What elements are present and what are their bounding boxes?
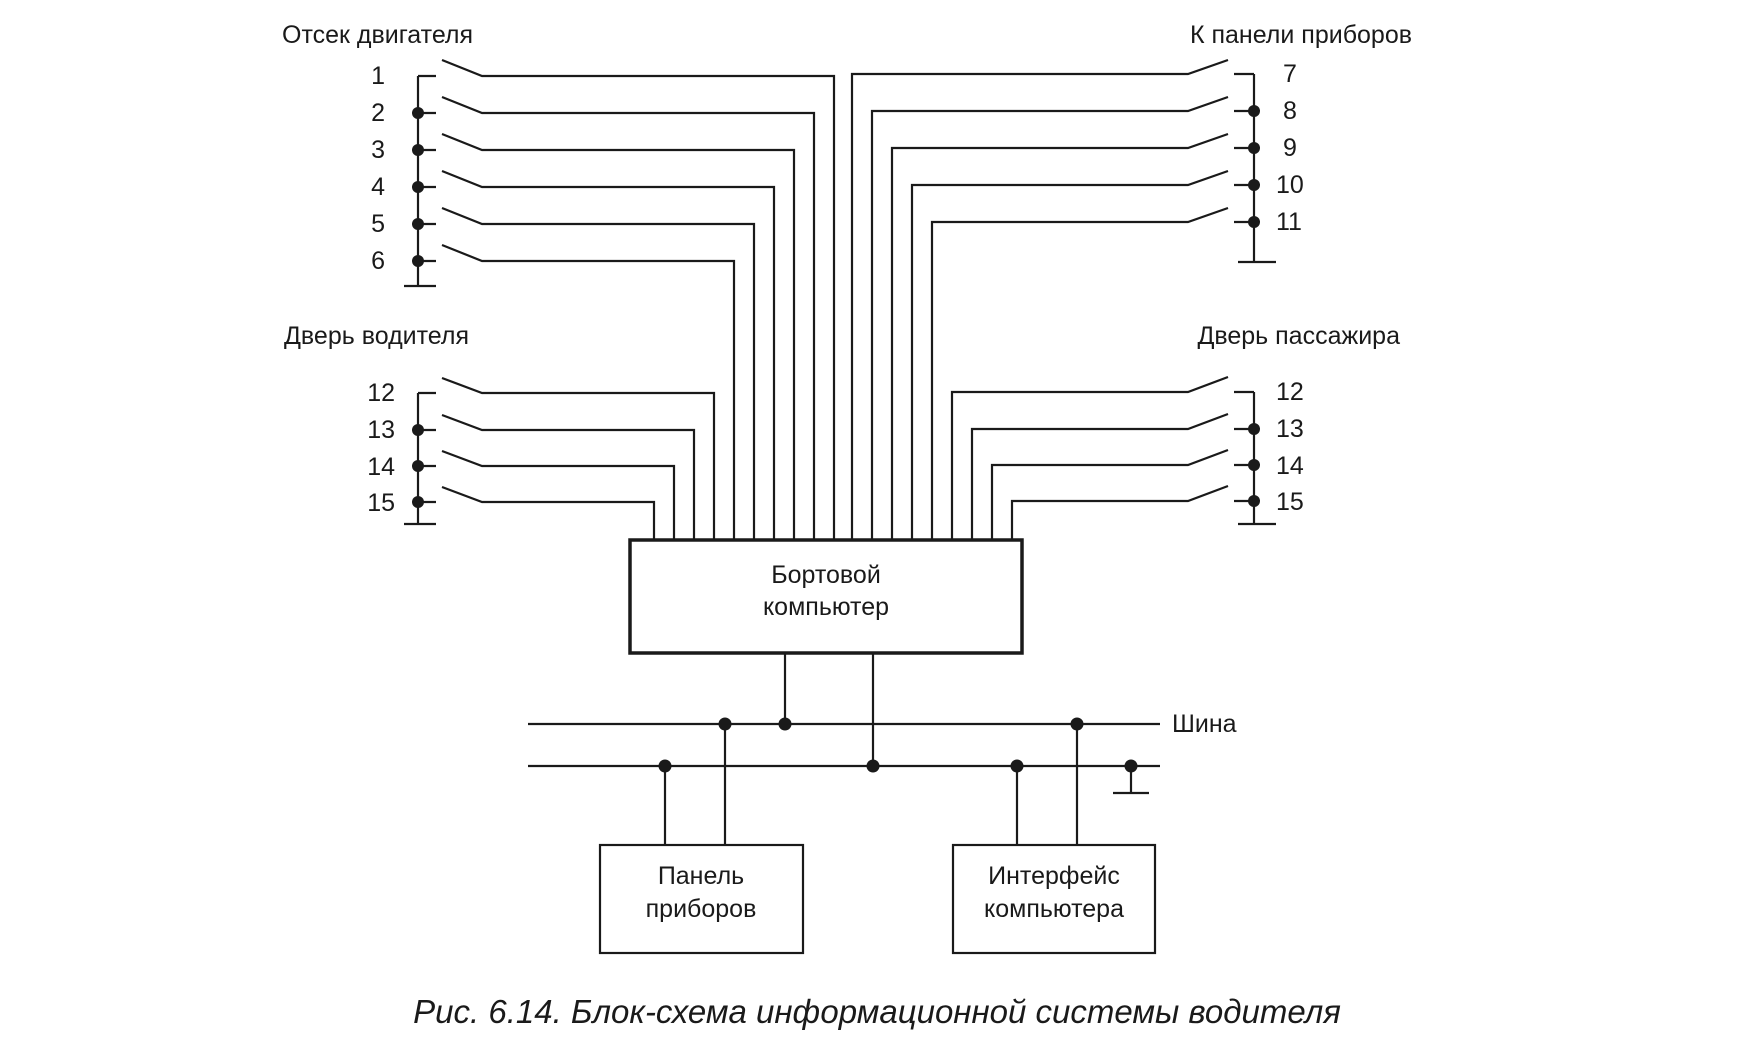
- dashboard-switches: [850, 58, 1276, 540]
- sensor-number: 14: [1276, 452, 1304, 480]
- switch-wire-3: [418, 132, 796, 540]
- sensor-number: 15: [367, 489, 395, 517]
- switch-wire-11: [930, 206, 1254, 540]
- sensor-number: 1: [371, 62, 385, 90]
- instrument-panel-block: Панель приборов: [598, 843, 805, 955]
- sensor-number: 15: [1276, 488, 1304, 516]
- sensor-number: 12: [367, 379, 395, 407]
- switch-wire-14p: [990, 448, 1254, 540]
- switch-wire-4: [418, 169, 776, 540]
- switch-wire-13p: [970, 412, 1254, 540]
- sensor-number: 13: [367, 416, 395, 444]
- driver-door-switches: [404, 376, 716, 540]
- switch-wire-5: [418, 206, 756, 540]
- switch-wire-14: [418, 449, 676, 540]
- sensor-number: 2: [371, 99, 385, 127]
- switch-wire-7: [850, 58, 1254, 540]
- switch-wire-13: [418, 413, 696, 540]
- sensor-number: 7: [1283, 60, 1297, 88]
- sensor-number: 12: [1276, 378, 1304, 406]
- onboard-computer-block: Бортовой компьютер: [628, 538, 1024, 655]
- driver-door-title: Дверь водителя: [284, 322, 469, 350]
- computer-interface-block: Интерфейс компьютера: [951, 843, 1157, 955]
- sensor-number: 13: [1276, 415, 1304, 443]
- passenger-door-switches: [950, 375, 1276, 540]
- computer-label-line2: компьютер: [763, 593, 889, 621]
- sensor-number: 10: [1276, 171, 1304, 199]
- dashboard-sensor-numbers: 7 8 9 10 11: [1276, 60, 1304, 236]
- sensor-number: 9: [1283, 134, 1297, 162]
- switch-wire-12p: [950, 375, 1254, 540]
- figure-caption: Рис. 6.14. Блок-схема информационной сис…: [413, 993, 1341, 1030]
- switch-wire-15p: [1010, 484, 1254, 540]
- switch-wire-15: [418, 485, 656, 540]
- switch-wire-10: [910, 169, 1254, 540]
- engine-sensor-numbers: 1 2 3 4 5 6: [371, 62, 385, 275]
- switch-wire-12: [418, 376, 716, 540]
- data-bus: Шина: [528, 653, 1237, 845]
- sensor-number: 6: [371, 247, 385, 275]
- passenger-door-numbers: 12 13 14 15: [1276, 378, 1304, 516]
- sensor-number: 4: [371, 173, 385, 201]
- sensor-number: 8: [1283, 97, 1297, 125]
- engine-switches: [404, 58, 836, 540]
- bus-label: Шина: [1172, 710, 1237, 738]
- dashboard-group-title: К панели приборов: [1190, 21, 1412, 49]
- sensor-number: 5: [371, 210, 385, 238]
- interface-label-line1: Интерфейс: [988, 862, 1120, 890]
- computer-label-line1: Бортовой: [771, 561, 881, 589]
- sensor-number: 11: [1276, 208, 1302, 236]
- driver-door-numbers: 12 13 14 15: [367, 379, 395, 517]
- interface-label-line2: компьютера: [984, 895, 1124, 923]
- switch-wire-1: [418, 58, 836, 540]
- switch-wire-8: [870, 95, 1254, 540]
- sensor-number: 14: [367, 453, 395, 481]
- passenger-door-title: Дверь пассажира: [1197, 322, 1400, 350]
- engine-compartment-title: Отсек двигателя: [282, 21, 473, 49]
- panel-label-line1: Панель: [658, 862, 744, 890]
- panel-label-line2: приборов: [646, 895, 757, 923]
- sensor-number: 3: [371, 136, 385, 164]
